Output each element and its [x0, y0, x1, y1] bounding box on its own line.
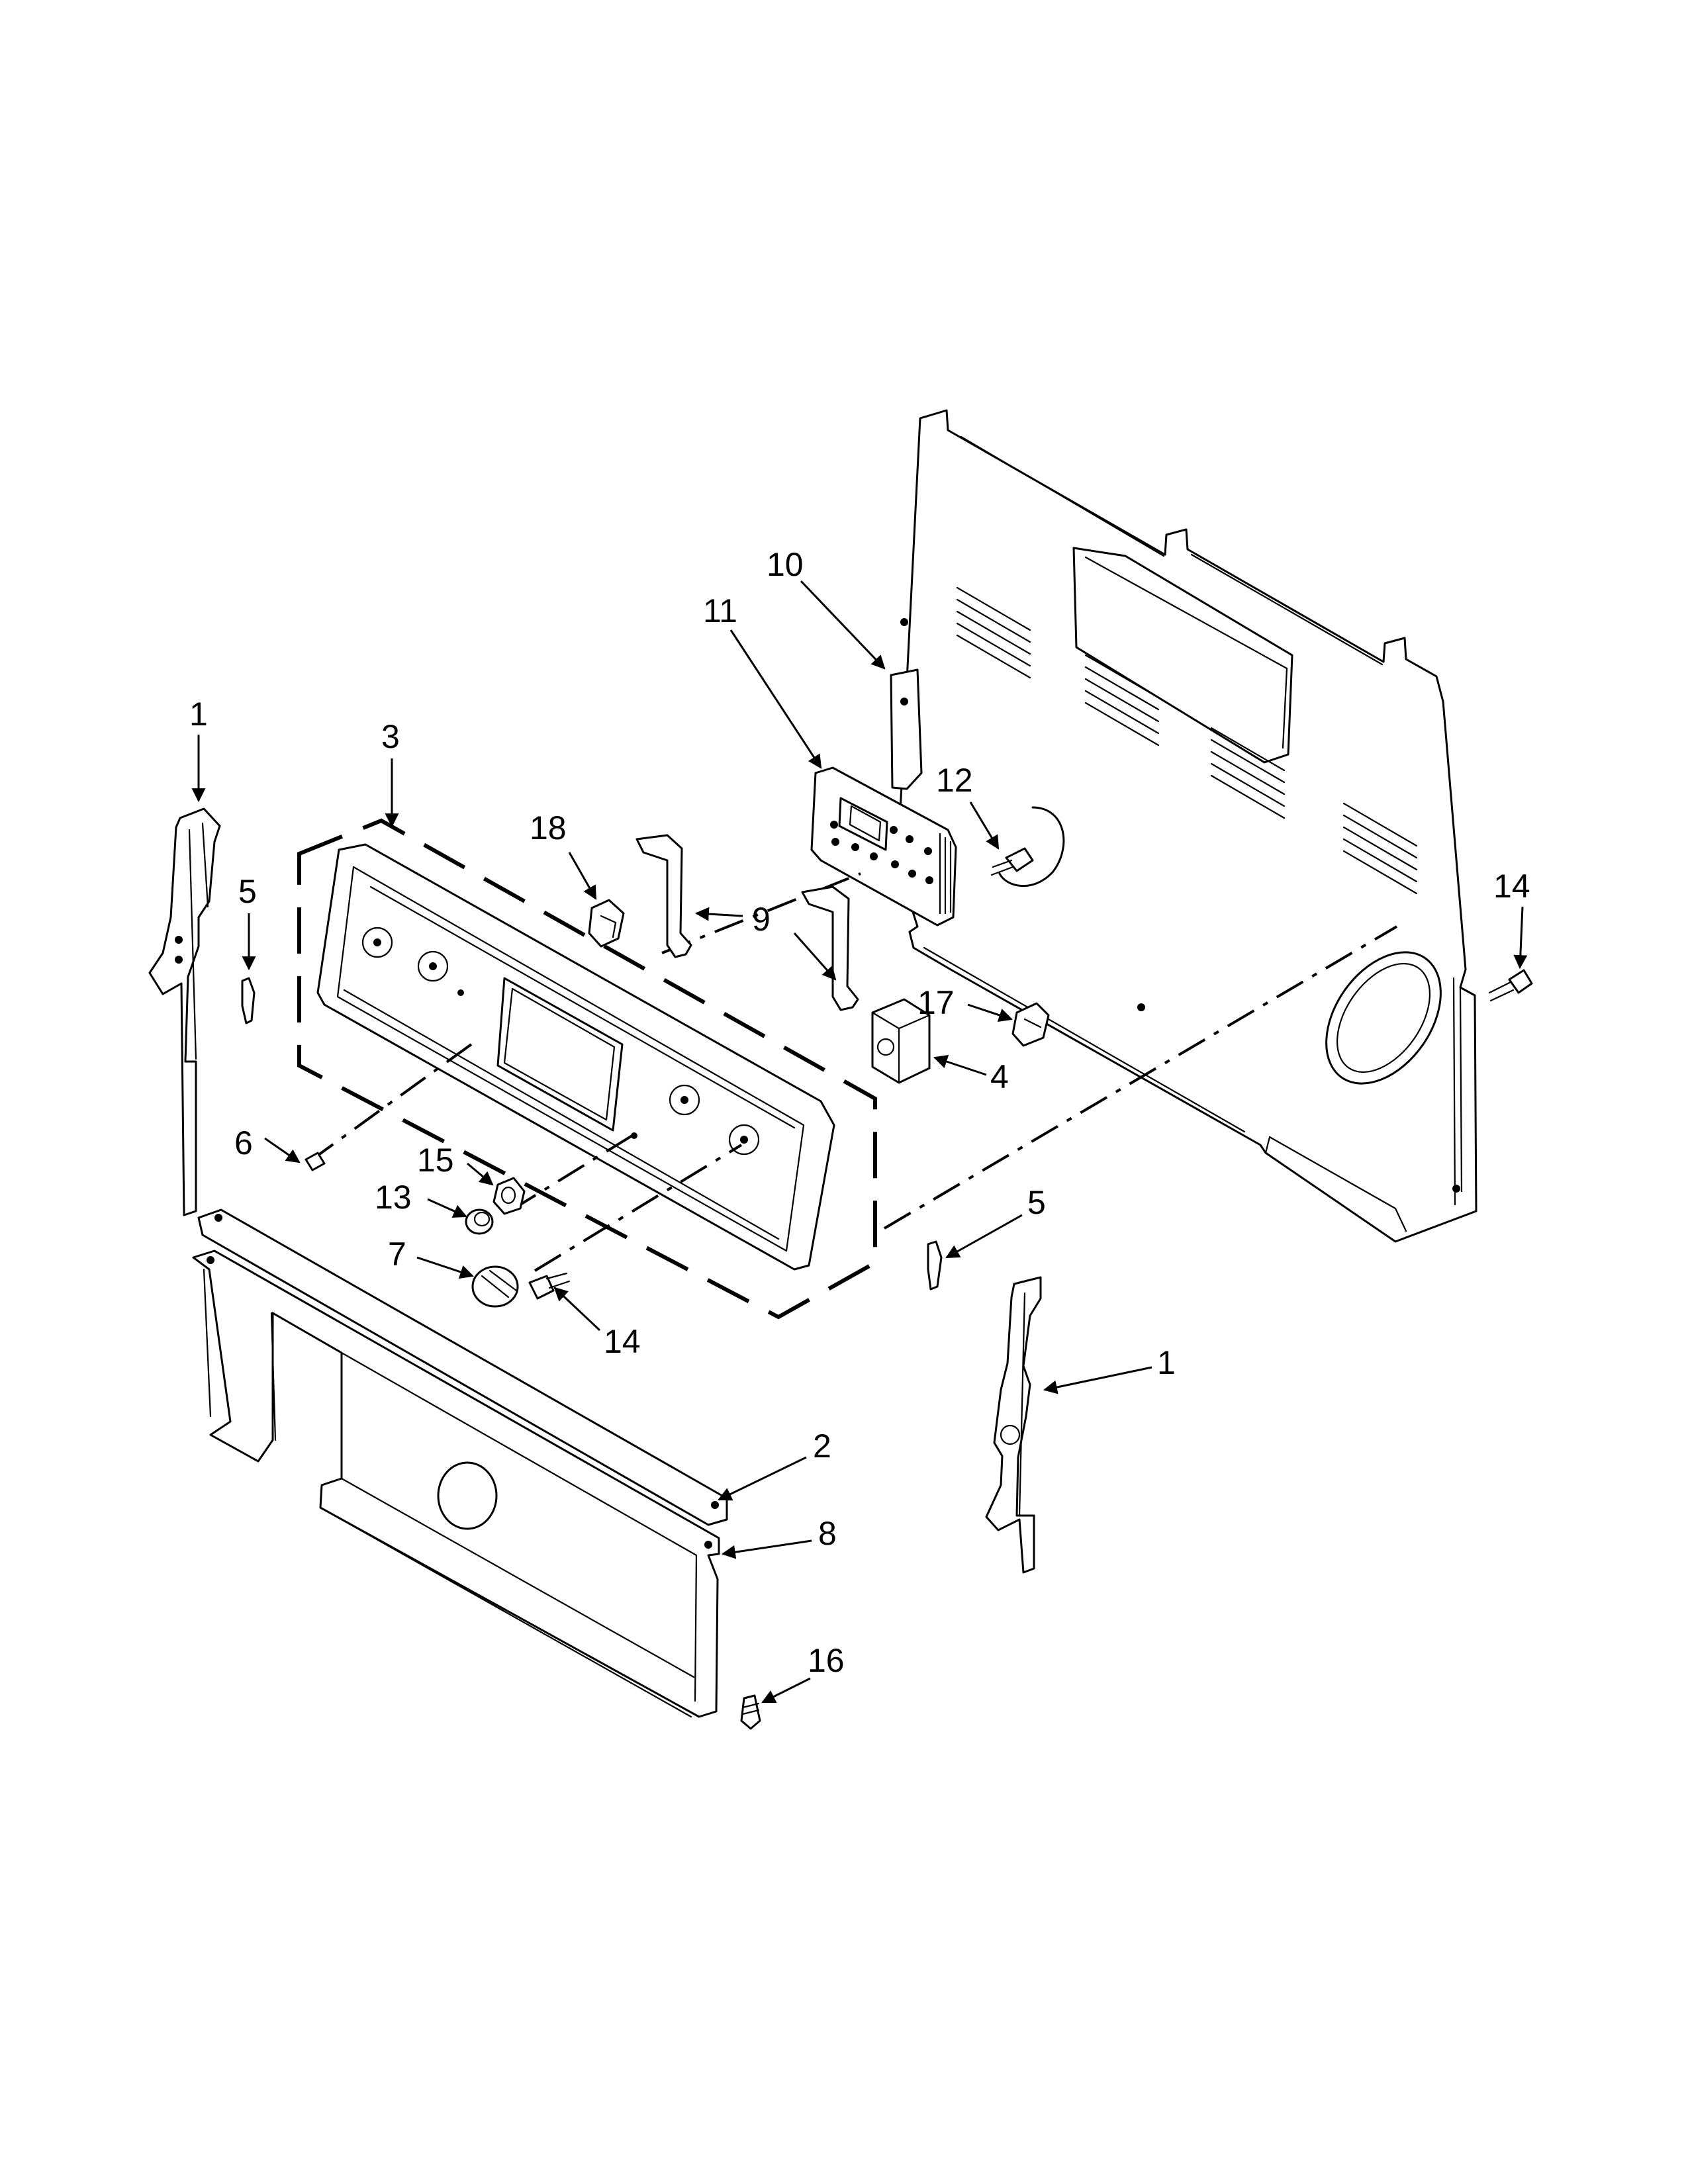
callout-10: 10 [767, 546, 804, 583]
bracket-5-left [241, 977, 256, 1024]
knob-7 [471, 1265, 519, 1308]
control-panel [316, 843, 835, 1271]
callout-17: 17 [917, 984, 955, 1021]
callout-3: 3 [381, 718, 400, 755]
callout-5-right: 5 [1027, 1184, 1046, 1221]
callout-14-bottom: 14 [604, 1323, 641, 1360]
knob-13 [465, 1208, 494, 1235]
callout-6: 6 [234, 1124, 253, 1161]
end-cap-right [985, 1276, 1042, 1574]
callout-1-left: 1 [189, 696, 208, 733]
part-17 [1011, 1002, 1050, 1047]
bracket-9-upper [635, 834, 692, 958]
callout-9: 9 [752, 901, 771, 938]
screw-6 [305, 1152, 326, 1171]
manifold-panel [197, 1208, 728, 1526]
assembly-outline [297, 818, 877, 1320]
callout-14-top: 14 [1493, 868, 1530, 905]
callout-13: 13 [375, 1179, 412, 1216]
end-cap-left [148, 807, 221, 1216]
callout-18: 18 [530, 809, 567, 846]
switch-4 [871, 998, 931, 1084]
control-screw [990, 847, 1034, 876]
electronic-control-board [810, 766, 957, 927]
callout-11: 11 [703, 592, 737, 629]
callout-1-right: 1 [1157, 1344, 1176, 1381]
leader-lines [191, 580, 1528, 1704]
lower-panel [192, 1250, 720, 1718]
screw-16 [740, 1694, 761, 1730]
callout-2: 2 [813, 1428, 831, 1465]
screw-14-right [1488, 969, 1533, 1002]
rear-console-panel [890, 409, 1477, 1243]
callout-5-left: 5 [238, 873, 257, 910]
callout-labels: 1 1 2 3 4 5 5 6 7 8 9 10 11 12 13 14 14 … [189, 546, 1530, 1679]
bracket-5-right [927, 1240, 943, 1291]
callout-16: 16 [808, 1642, 845, 1679]
callout-7: 7 [388, 1236, 406, 1273]
callout-12: 12 [936, 762, 973, 799]
callout-8: 8 [818, 1515, 837, 1552]
bracket-9-lower [801, 886, 859, 1011]
callout-4: 4 [990, 1058, 1009, 1095]
switch-18 [588, 899, 625, 948]
part-15 [492, 1177, 526, 1215]
screw-14-bottom [528, 1272, 571, 1300]
callout-15: 15 [417, 1142, 454, 1179]
